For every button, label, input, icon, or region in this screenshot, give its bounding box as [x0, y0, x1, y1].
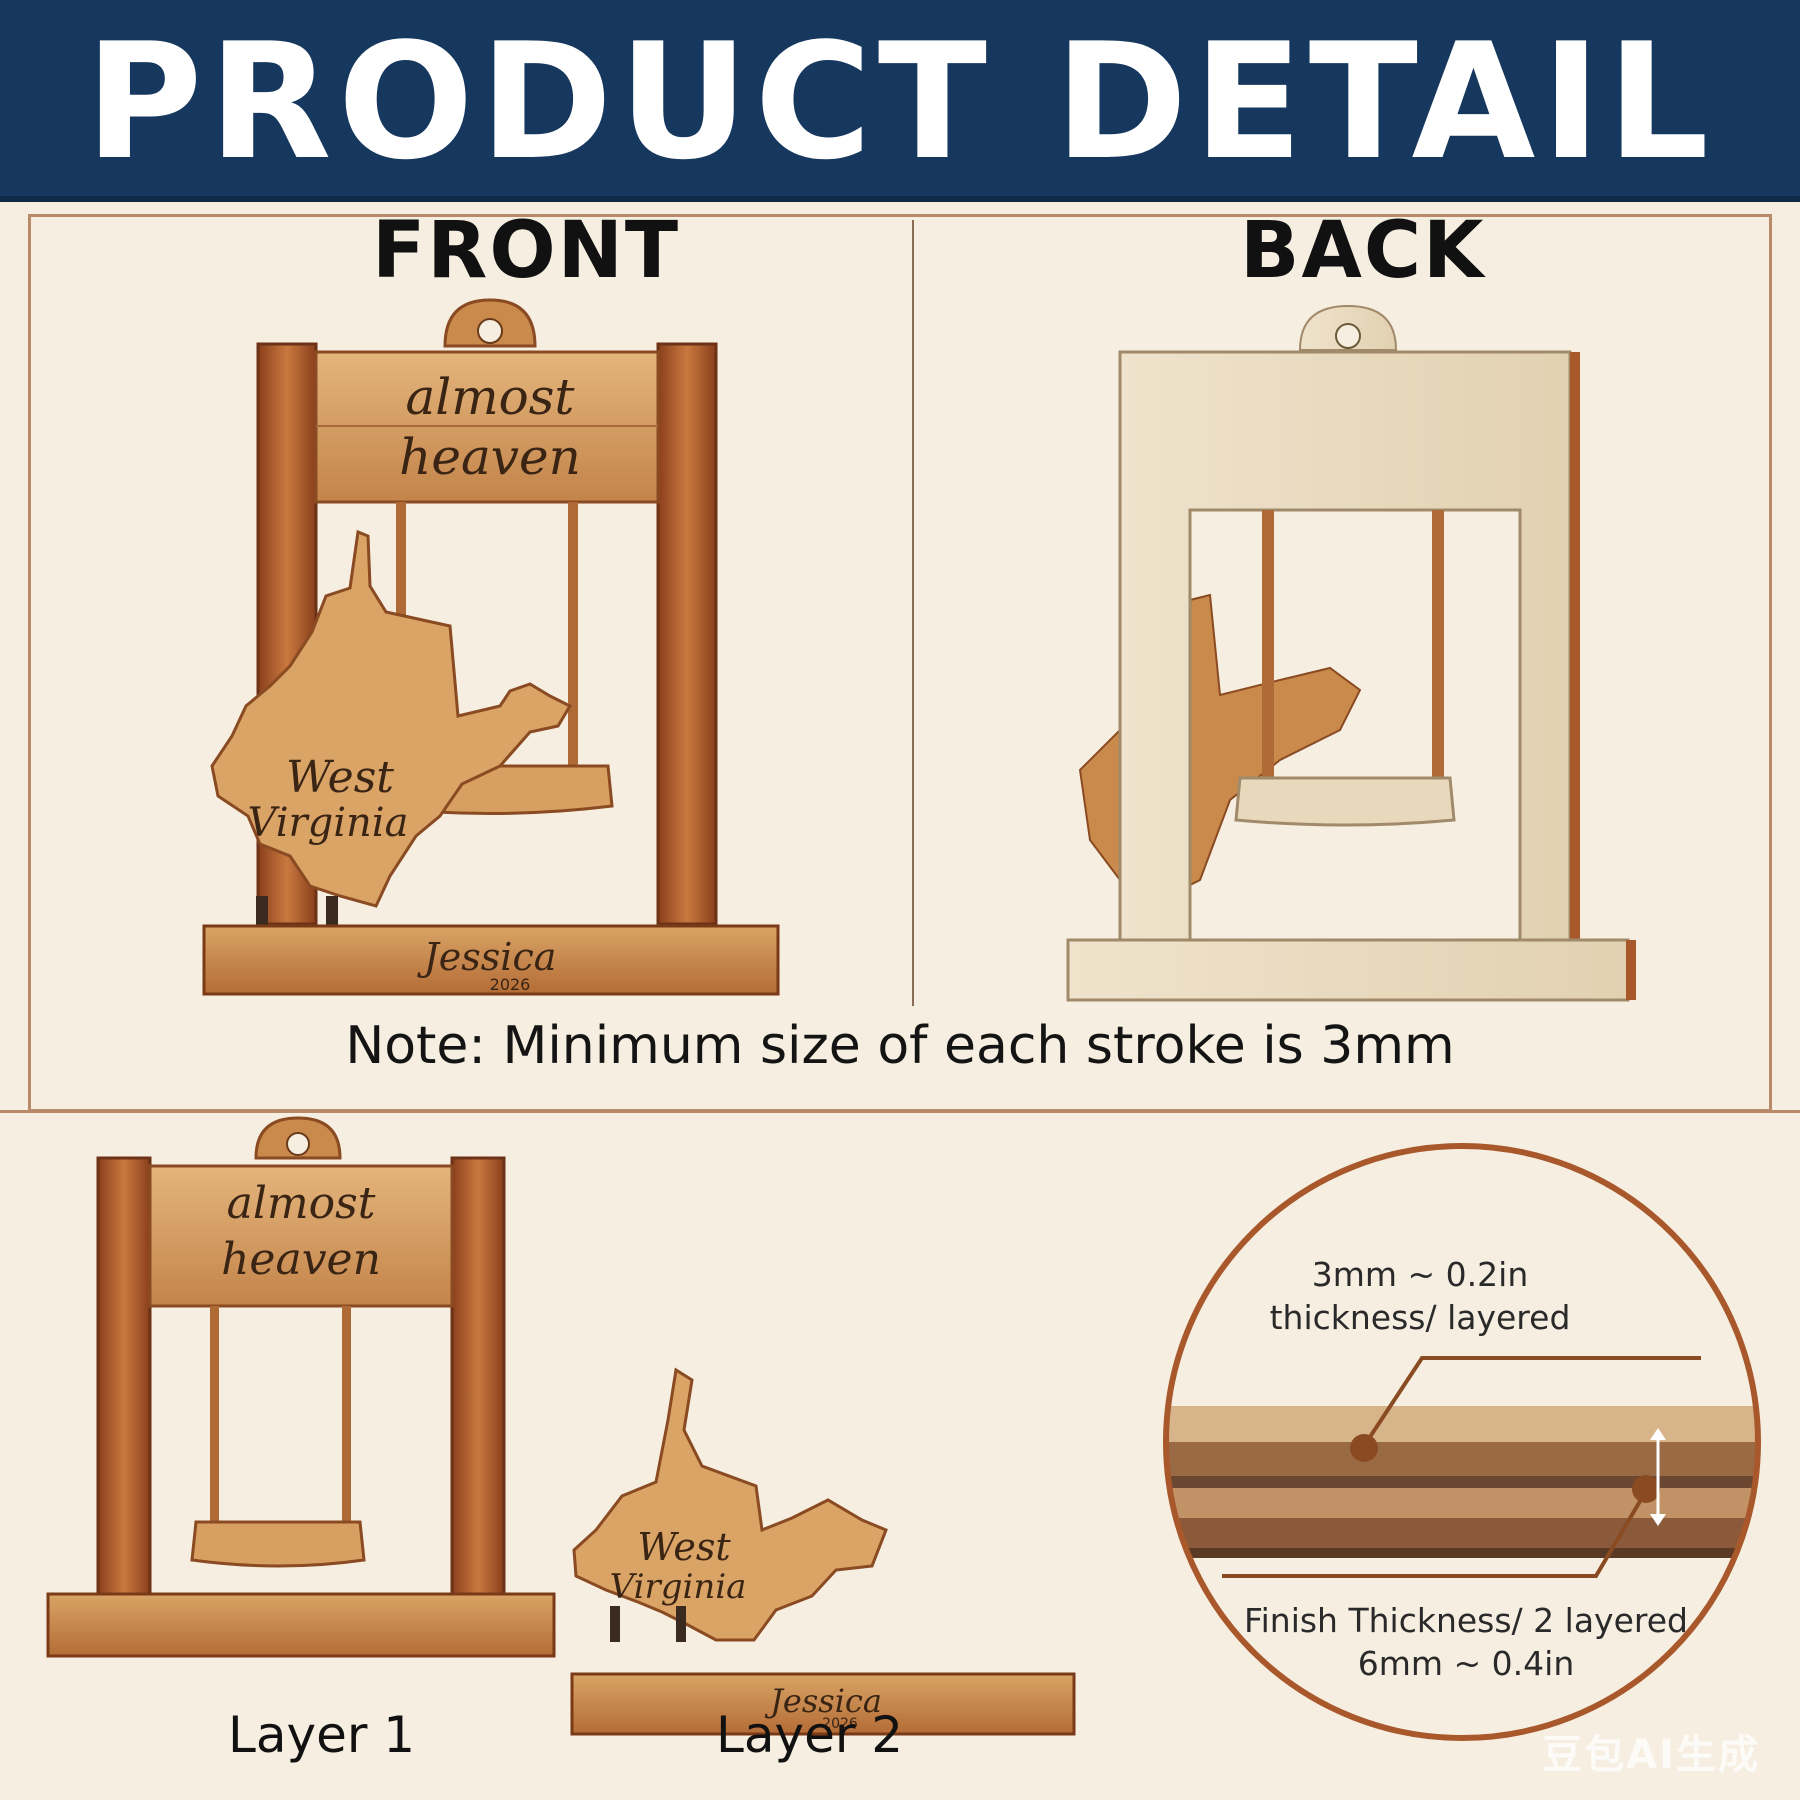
layer1-engraving-almost: almost	[227, 1178, 376, 1229]
layer-1-piece: almost heaven	[46, 1116, 556, 1658]
layer-2-base: Jessica 2026	[570, 1672, 1076, 1736]
ai-watermark: 豆包AI生成	[1542, 1732, 1760, 1778]
layer-thickness-desc: thickness/ layered	[1269, 1297, 1571, 1337]
engraving-heaven: heaven	[399, 428, 581, 486]
back-ornament	[1066, 304, 1636, 1002]
layer1-engraving-heaven: heaven	[221, 1234, 381, 1285]
page-title: PRODUCT DETAIL	[85, 8, 1715, 195]
layer2-engraving-year: 2026	[822, 1716, 858, 1732]
front-ornament: almost heaven West Virginia Jessica 2026	[202, 298, 780, 996]
stroke-size-note: Note: Minimum size of each stroke is 3mm	[345, 1016, 1455, 1076]
engraving-virginia: Virginia	[248, 800, 409, 846]
layer-2-piece: West Virginia	[572, 1367, 888, 1642]
front-label: FRONT	[372, 206, 681, 296]
header-banner: PRODUCT DETAIL	[0, 0, 1800, 202]
layer-1-label: Layer 1	[228, 1706, 416, 1764]
front-back-divider	[912, 220, 914, 1006]
engraving-year: 2026	[490, 975, 531, 994]
thickness-detail-circle	[1163, 1143, 1761, 1741]
bottom-panel-frame	[0, 1110, 1800, 1800]
back-label: BACK	[1240, 206, 1486, 296]
engraving-west: West	[286, 752, 394, 803]
layer-thickness-label: 3mm ~ 0.2in thickness/ layered	[1240, 1254, 1600, 1340]
layer2-engraving-virginia: Virginia	[610, 1567, 747, 1607]
layer-thickness-value: 3mm ~ 0.2in	[1311, 1255, 1529, 1294]
layer-2-label: Layer 2	[716, 1706, 904, 1764]
layer2-engraving-name: Jessica	[764, 1682, 882, 1720]
finish-thickness-label: Finish Thickness/ 2 layered 6mm ~ 0.4in	[1236, 1600, 1696, 1686]
engraving-name: Jessica	[417, 935, 557, 979]
layer2-engraving-west: West	[637, 1525, 731, 1569]
engraving-almost: almost	[405, 368, 575, 426]
finish-thickness-desc: Finish Thickness/ 2 layered	[1244, 1601, 1688, 1640]
finish-thickness-value: 6mm ~ 0.4in	[1357, 1643, 1575, 1683]
